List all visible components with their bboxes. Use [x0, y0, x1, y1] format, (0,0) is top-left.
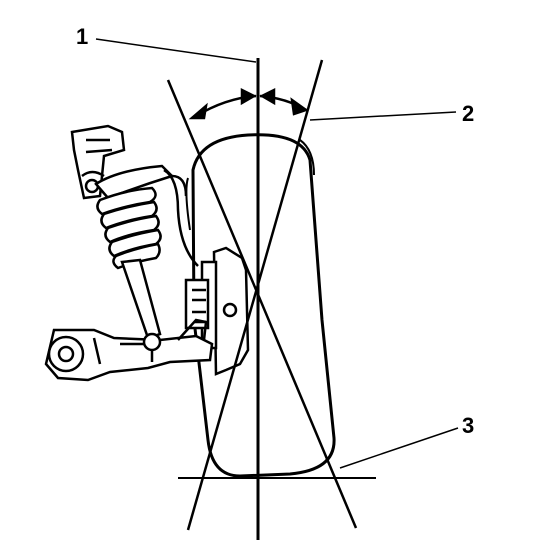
ball-joint-stud	[177, 318, 208, 341]
camber-angle-arcs	[188, 87, 309, 120]
callout-2-label: 2	[462, 101, 474, 126]
arrowhead-right-outer	[290, 97, 309, 116]
arrowhead-left-outer	[188, 102, 208, 120]
caliper	[184, 278, 210, 330]
camber-line-right	[186, 59, 324, 531]
arrowhead-right-inner	[259, 87, 276, 106]
hub-assembly	[184, 246, 250, 376]
strut-assembly	[70, 124, 199, 340]
lower-control-arm	[44, 318, 214, 382]
reference-lines	[166, 58, 376, 540]
tire	[185, 133, 336, 478]
arm-bushing-inner	[57, 345, 75, 363]
tire-outline	[191, 133, 336, 478]
leader-2	[309, 111, 457, 121]
callout-1-label: 1	[76, 24, 88, 49]
ball-joint	[142, 332, 162, 352]
arrowhead-left-inner	[240, 87, 257, 106]
coil-spring	[96, 186, 162, 270]
strut-link	[171, 174, 188, 197]
camber-line-left	[166, 79, 358, 529]
hub-detail	[192, 288, 206, 324]
hub-center	[222, 302, 238, 318]
mount-bracket	[81, 138, 113, 178]
callout-leaders	[95, 38, 459, 469]
strut-rod	[163, 168, 199, 267]
callout-3-label: 3	[462, 413, 474, 438]
shock-body	[120, 258, 162, 340]
leader-1	[95, 38, 257, 63]
leader-3	[339, 427, 459, 469]
control-arm-body	[44, 328, 214, 382]
tire-sidewall	[185, 139, 315, 231]
